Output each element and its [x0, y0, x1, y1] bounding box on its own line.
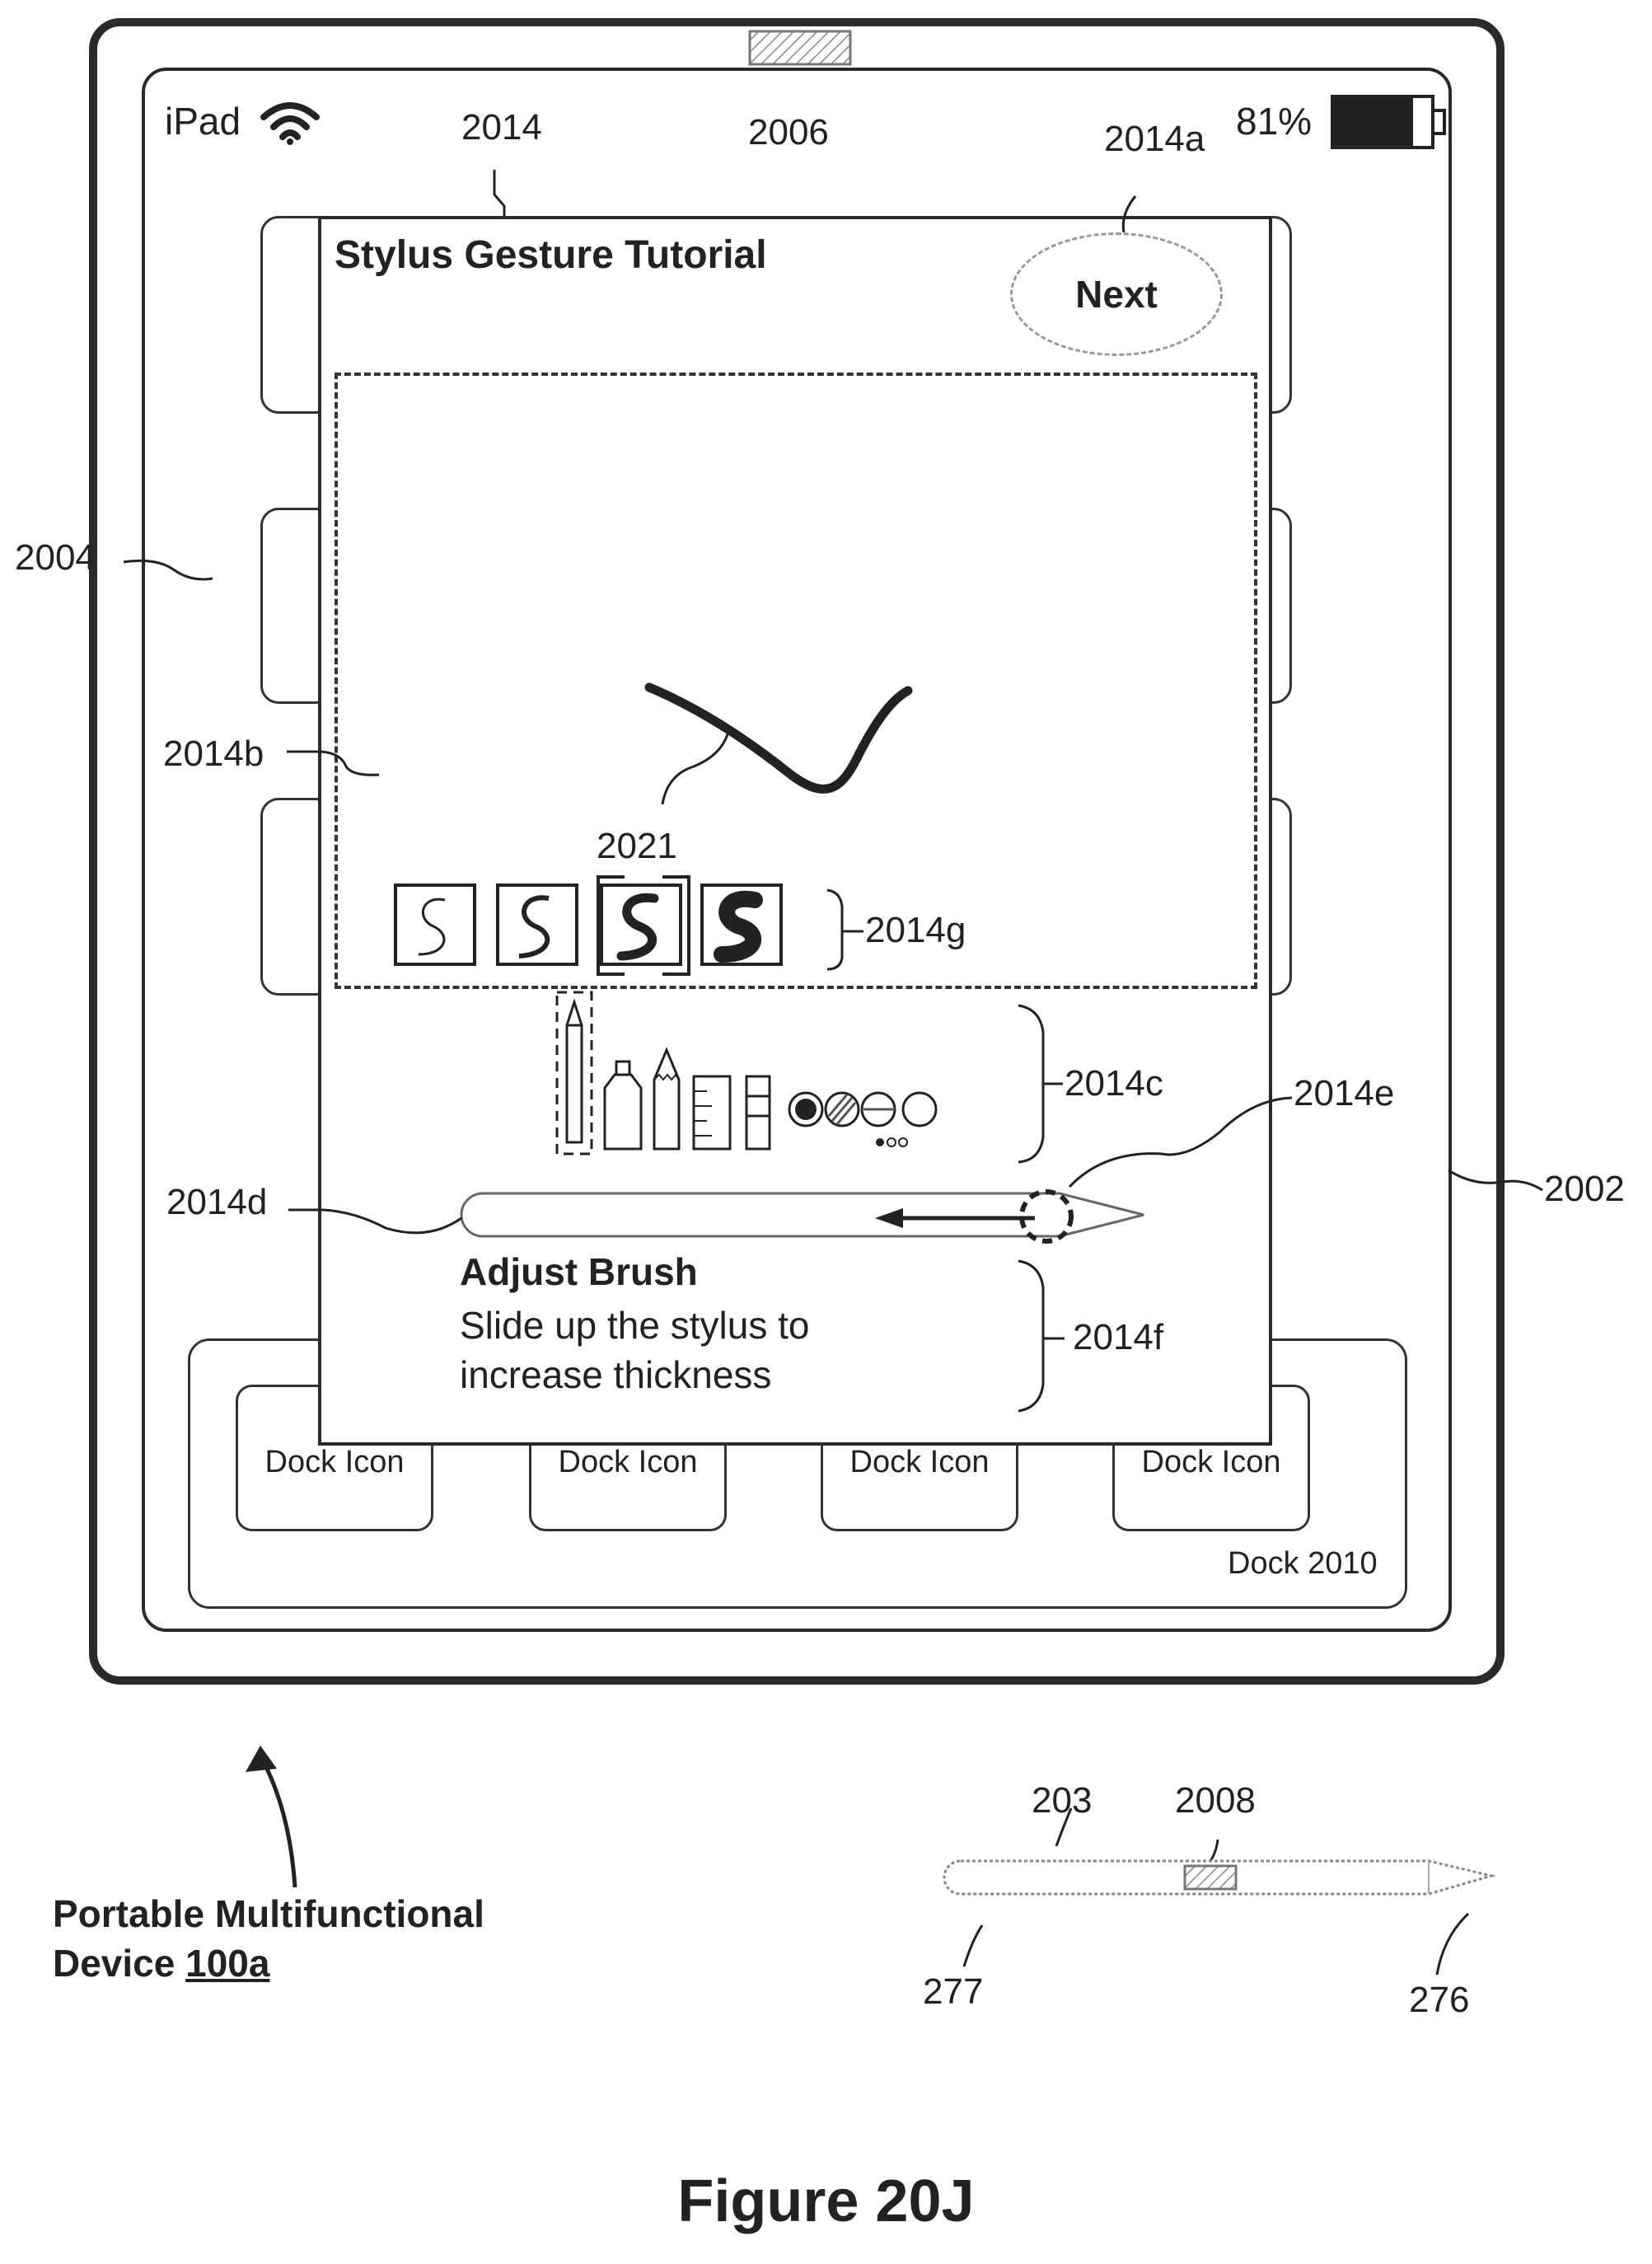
- stylus-icon: [926, 1843, 1503, 1934]
- ref-2014a: 2014a: [1104, 119, 1205, 160]
- figure-title: Figure 20J: [0, 2168, 1652, 2235]
- device-caption: Portable Multifunctional Device 100a: [53, 1889, 484, 1988]
- ref-276: 276: [1409, 1980, 1469, 2021]
- ref-2021: 2021: [597, 826, 677, 867]
- ref-2014g: 2014g: [865, 910, 966, 951]
- ref-2014b: 2014b: [163, 734, 264, 775]
- ref-2008: 2008: [1175, 1780, 1256, 1821]
- device-caption-prefix: Device: [53, 1942, 185, 1985]
- ref-2014: 2014: [461, 107, 542, 148]
- device-caption-line1: Portable Multifunctional: [53, 1889, 484, 1938]
- ref-2014c: 2014c: [1065, 1063, 1163, 1104]
- device-caption-ref: 100a: [185, 1942, 269, 1985]
- ref-277: 277: [923, 1971, 983, 2013]
- ref-203: 203: [1032, 1780, 1092, 1821]
- ref-2014f: 2014f: [1073, 1317, 1163, 1358]
- ref-2014e: 2014e: [1294, 1073, 1394, 1114]
- ref-2006: 2006: [748, 112, 829, 153]
- ref-2002: 2002: [1544, 1169, 1625, 1210]
- ref-2014d: 2014d: [166, 1182, 267, 1223]
- device-caption-line2: Device 100a: [53, 1938, 484, 1988]
- ref-2004: 2004: [15, 537, 96, 579]
